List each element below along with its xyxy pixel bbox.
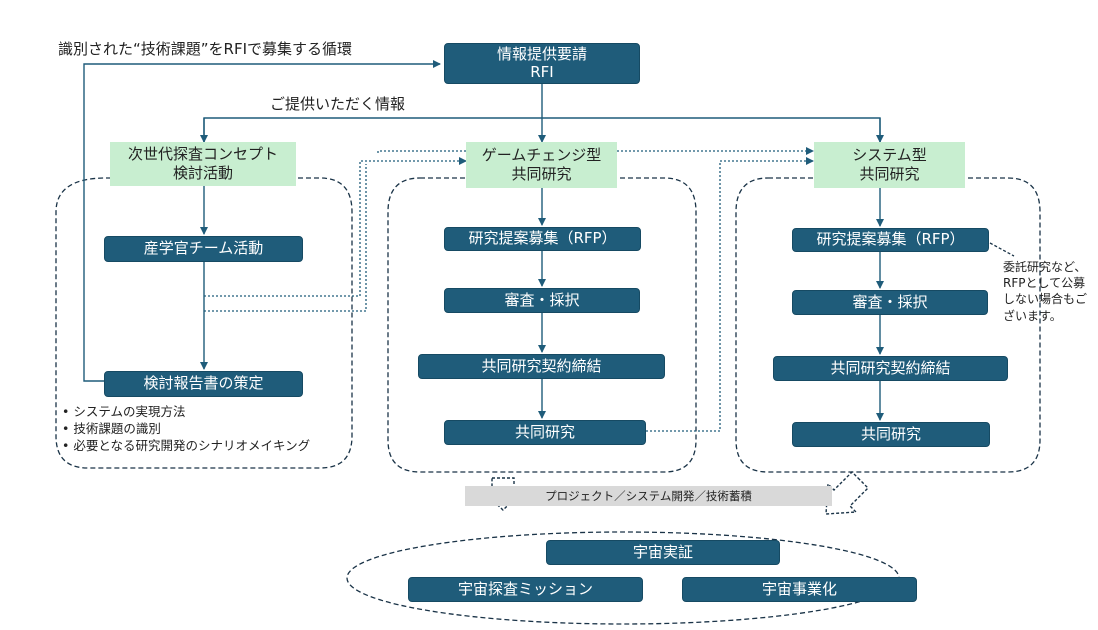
rfi-loop-line bbox=[83, 60, 441, 382]
dotted-feed-1 bbox=[204, 157, 467, 297]
step-team-activity: 産学官チーム活動 bbox=[104, 236, 303, 262]
outcome-demonstration: 宇宙実証 bbox=[546, 540, 780, 565]
column-1-region bbox=[55, 177, 353, 469]
dotted-feed-3 bbox=[377, 150, 466, 153]
loop-title: 識別された“技術課題”をRFIで募集する循環 bbox=[58, 40, 353, 58]
provided-info-label: ご提供いただく情報 bbox=[270, 95, 406, 113]
rfp-note: 委託研究など、 RFPとして公募 しない場合もご ざいます。 bbox=[1003, 260, 1088, 323]
note-pointer bbox=[989, 242, 1015, 257]
bullet-item: 必要となる研究開発のシナリオメイキング bbox=[62, 438, 310, 455]
dotted-feed-2 bbox=[204, 164, 367, 312]
col3-step-rfp: 研究提案募集（RFP） bbox=[792, 228, 989, 252]
column-header-gamechange: ゲームチェンジ型 共同研究 bbox=[466, 142, 617, 188]
col2-step-rfp: 研究提案募集（RFP） bbox=[444, 227, 641, 251]
report-bullets: システムの実現方法 技術課題の識別 必要となる研究開発のシナリオメイキング bbox=[62, 404, 310, 455]
column-header-concept: 次世代探査コンセプト 検討活動 bbox=[110, 142, 296, 186]
col2-step-review: 審査・採択 bbox=[444, 288, 640, 313]
development-band: プロジェクト／システム開発／技術蓄積 bbox=[465, 486, 832, 506]
col3-step-contract: 共同研究契約締結 bbox=[773, 356, 1008, 381]
col2-step-contract: 共同研究契約締結 bbox=[418, 354, 665, 379]
column-2-region bbox=[387, 177, 697, 473]
col3-step-review: 審査・採択 bbox=[792, 290, 988, 315]
bullet-item: 技術課題の識別 bbox=[62, 421, 310, 438]
col2-step-research: 共同研究 bbox=[444, 420, 646, 445]
col3-step-research: 共同研究 bbox=[792, 422, 990, 447]
rfi-box: 情報提供要請 RFI bbox=[444, 43, 640, 84]
bullet-item: システムの実現方法 bbox=[62, 404, 310, 421]
outcome-exploration-mission: 宇宙探査ミッション bbox=[408, 577, 643, 602]
band-label: プロジェクト／システム開発／技術蓄積 bbox=[545, 489, 752, 503]
column-header-system: システム型 共同研究 bbox=[814, 142, 965, 188]
column-3-region bbox=[735, 177, 1041, 473]
outcome-commercialization: 宇宙事業化 bbox=[682, 577, 917, 602]
step-report: 検討報告書の策定 bbox=[104, 371, 303, 397]
dotted-feed-5 bbox=[646, 157, 814, 432]
down-left-arrow-hollow-icon bbox=[825, 471, 869, 515]
